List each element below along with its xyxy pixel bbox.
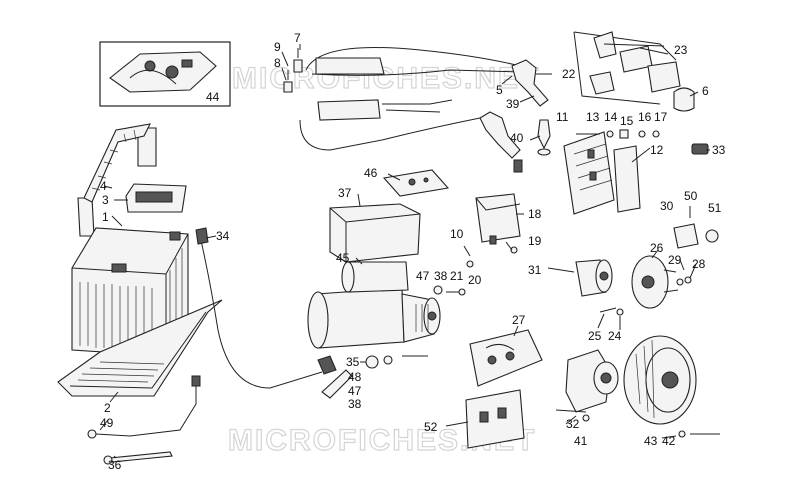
label-42: 42 bbox=[662, 434, 676, 448]
label-38b: 38 bbox=[348, 397, 362, 411]
part-13-17-screws-washers bbox=[576, 129, 660, 139]
part-2-battery-tray bbox=[57, 299, 223, 397]
part-36-cable-tie bbox=[103, 451, 173, 465]
label-51: 51 bbox=[708, 201, 722, 215]
label-7: 7 bbox=[294, 31, 301, 45]
part-19-10-fixings bbox=[463, 245, 518, 268]
part-37-relay-cover bbox=[329, 203, 421, 263]
label-21: 21 bbox=[450, 269, 464, 283]
label-10: 10 bbox=[450, 227, 464, 241]
part-6-rubber-cap bbox=[673, 87, 695, 112]
label-1: 1 bbox=[102, 210, 109, 224]
label-47b: 47 bbox=[348, 384, 362, 398]
part-32-alternator-housing bbox=[555, 349, 619, 422]
part-5-ignition-coils bbox=[299, 47, 549, 173]
label-49: 49 bbox=[100, 416, 114, 430]
label-40: 40 bbox=[510, 131, 524, 145]
label-2: 2 bbox=[104, 401, 111, 415]
part-46-label-plate bbox=[382, 169, 450, 197]
part-1-battery bbox=[71, 227, 189, 357]
label-29: 29 bbox=[668, 253, 682, 267]
label-47a: 47 bbox=[416, 269, 430, 283]
label-41: 41 bbox=[574, 434, 588, 448]
label-32: 32 bbox=[566, 417, 580, 431]
label-44: 44 bbox=[206, 90, 220, 104]
watermark-top: MICROFICHES.NET bbox=[232, 62, 540, 95]
label-6: 6 bbox=[702, 84, 709, 98]
label-13: 13 bbox=[586, 110, 600, 124]
part-31-alternator-rotor bbox=[575, 259, 613, 297]
label-35: 35 bbox=[346, 355, 360, 369]
label-22: 22 bbox=[562, 67, 576, 81]
part-23-ignition-switch bbox=[573, 31, 681, 105]
label-17: 17 bbox=[654, 110, 668, 124]
label-34: 34 bbox=[216, 229, 230, 243]
part-33-connector bbox=[691, 143, 709, 155]
label-36: 36 bbox=[108, 458, 122, 472]
part-52-brush-kit bbox=[465, 389, 525, 449]
label-31: 31 bbox=[528, 263, 542, 277]
part-34-ground-cable bbox=[195, 227, 337, 389]
label-8: 8 bbox=[274, 56, 281, 70]
label-16: 16 bbox=[638, 110, 652, 124]
label-23: 23 bbox=[674, 43, 688, 57]
label-24: 24 bbox=[608, 329, 622, 343]
part-25-24-fixings bbox=[599, 307, 624, 316]
label-18: 18 bbox=[528, 207, 542, 221]
label-45: 45 bbox=[336, 251, 350, 265]
label-25: 25 bbox=[588, 329, 602, 343]
label-46: 46 bbox=[364, 166, 378, 180]
label-48: 48 bbox=[348, 370, 362, 384]
label-5: 5 bbox=[496, 83, 503, 97]
label-26: 26 bbox=[650, 241, 664, 255]
label-27: 27 bbox=[512, 313, 526, 327]
part-30-sensor bbox=[673, 206, 719, 249]
label-14: 14 bbox=[604, 110, 618, 124]
part-49-battery-cable bbox=[87, 375, 201, 439]
part-18-voltage-regulator bbox=[475, 193, 521, 245]
label-39: 39 bbox=[506, 97, 520, 111]
part-27-grommet-kit bbox=[469, 329, 543, 387]
part-40-spark-plug bbox=[537, 119, 551, 156]
label-43: 43 bbox=[644, 434, 658, 448]
label-28: 28 bbox=[692, 257, 706, 271]
label-37: 37 bbox=[338, 186, 352, 200]
label-15: 15 bbox=[620, 114, 634, 128]
part-35-48-47-38-fixings bbox=[321, 355, 428, 399]
part-44-wiring-kit bbox=[99, 41, 231, 107]
part-43-alternator bbox=[623, 335, 720, 438]
label-30: 30 bbox=[660, 199, 674, 213]
part-11-fuse-box bbox=[563, 131, 615, 215]
part-4-battery-strap bbox=[77, 123, 157, 237]
label-9: 9 bbox=[274, 40, 281, 54]
label-52: 52 bbox=[424, 420, 438, 434]
part-9-8-7-coil-fittings bbox=[283, 48, 303, 93]
label-20: 20 bbox=[468, 273, 482, 287]
label-3: 3 bbox=[102, 193, 109, 207]
leader-lines bbox=[99, 44, 710, 459]
label-19: 19 bbox=[528, 234, 542, 248]
part-3-battery-clamp bbox=[125, 183, 187, 213]
part-47-38-21-20-starter-fixings bbox=[433, 285, 466, 296]
part-26-stator-plate bbox=[631, 255, 692, 309]
label-4: 4 bbox=[100, 179, 107, 193]
callout-labels: 44 4 3 1 34 2 49 36 9 7 8 5 39 22 23 6 1… bbox=[100, 31, 726, 472]
label-12: 12 bbox=[650, 143, 664, 157]
label-33: 33 bbox=[712, 143, 726, 157]
label-50: 50 bbox=[684, 189, 698, 203]
part-12-fuse-box-cover bbox=[613, 145, 641, 213]
part-45-starter-motor bbox=[307, 261, 441, 349]
label-38a: 38 bbox=[434, 269, 448, 283]
label-11: 11 bbox=[556, 110, 569, 124]
